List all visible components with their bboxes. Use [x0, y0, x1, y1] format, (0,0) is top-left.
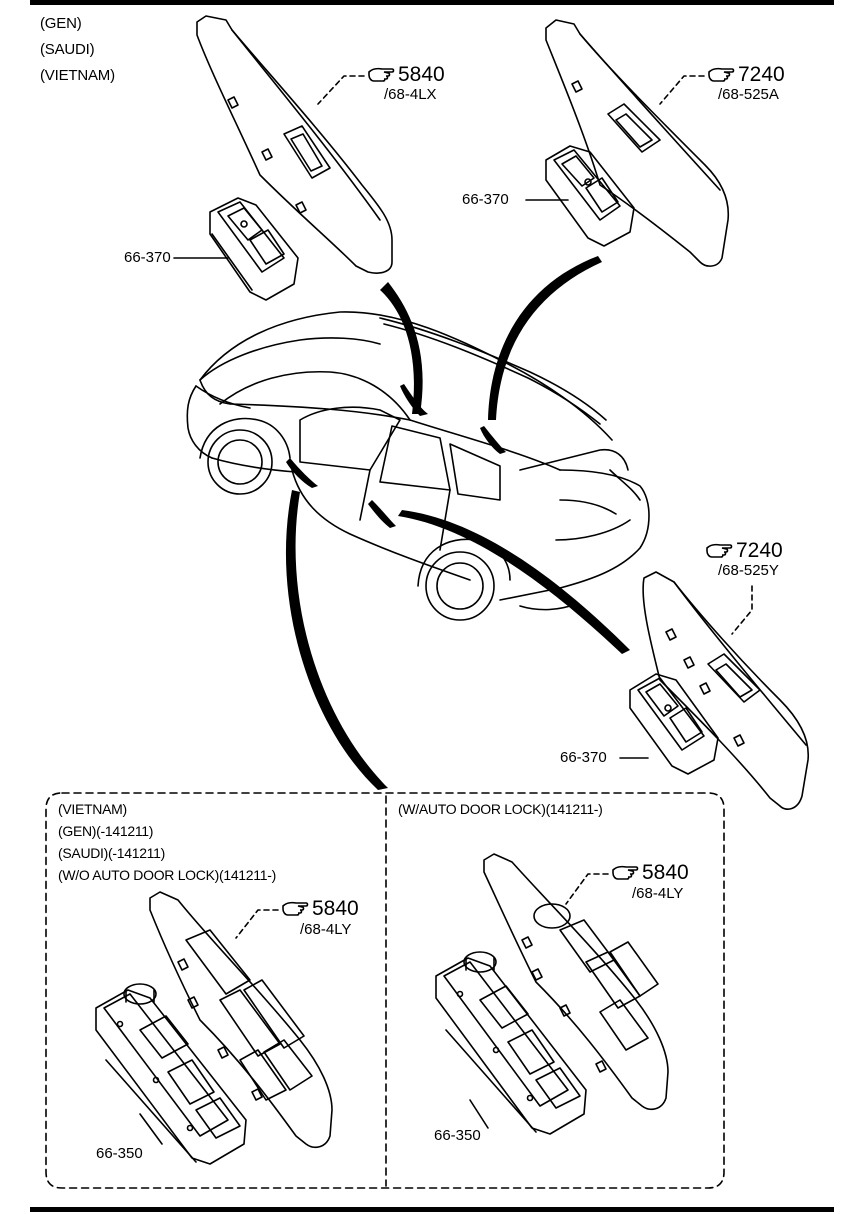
callout-sub-front-left[interactable]: /68-4LX [384, 86, 437, 103]
inset-condition-saudi: (SAUDI)(-141211) [58, 845, 165, 861]
inset-condition-gen: (GEN)(-141211) [58, 823, 154, 839]
rear-left-door-panel [545, 19, 730, 267]
rear-right-door-panel [642, 571, 810, 810]
callout-sub-inset-a[interactable]: /68-4LY [300, 921, 352, 938]
bottom-border [30, 1207, 834, 1212]
master-switch-assembly-right [435, 853, 669, 1135]
inset-condition-w-auto-lock: (W/AUTO DOOR LOCK)(141211-) [398, 801, 603, 817]
inset-frame [45, 792, 725, 1189]
leader-master-b [469, 1099, 489, 1129]
part-number-master-a: 66-350 [96, 1145, 143, 1162]
part-number-switch-right: 66-370 [462, 191, 509, 208]
condition-gen: (GEN) [40, 15, 82, 32]
callout-leader-front-left [317, 75, 365, 105]
window-switch-66-370-rear-right [629, 673, 719, 775]
pointing-hand-icon [612, 865, 639, 880]
callout-sub-inset-b[interactable]: /68-4LY [632, 885, 684, 902]
inset-condition-vietnam: (VIETNAM) [58, 801, 127, 817]
part-number-switch-rear-right: 66-370 [560, 749, 607, 766]
callout-sub-rear-right[interactable]: /68-525Y [718, 562, 779, 579]
callout-ref-inset-b[interactable]: 5840 [642, 861, 689, 884]
callout-ref-inset-a[interactable]: 5840 [312, 897, 359, 920]
part-number-switch-left: 66-370 [124, 249, 171, 266]
callout-ref-rear-right[interactable]: 7240 [736, 539, 783, 562]
callout-leader-inset-b [565, 873, 609, 905]
condition-vietnam: (VIETNAM) [40, 67, 115, 84]
inset-condition-wo-auto-lock: (W/O AUTO DOOR LOCK)(141211-) [58, 867, 276, 883]
window-switch-66-370-left [209, 197, 299, 301]
callout-leader-rear-right [731, 585, 753, 635]
front-left-door-panel [196, 15, 393, 274]
pointing-hand-icon [282, 901, 309, 916]
callout-sub-rear-left[interactable]: /68-525A [718, 86, 779, 103]
part-number-master-b: 66-350 [434, 1127, 481, 1144]
top-border [30, 0, 834, 5]
callout-leader-rear-left [659, 75, 705, 105]
callout-ref-front-left[interactable]: 5840 [398, 63, 445, 86]
pointing-hand-icon [706, 543, 733, 558]
pointing-hand-icon [368, 67, 395, 82]
location-arrows [285, 256, 630, 790]
window-switch-66-370-right [545, 145, 635, 247]
condition-saudi: (SAUDI) [40, 41, 95, 58]
vehicle-outline [186, 311, 650, 621]
pointing-hand-icon [708, 67, 735, 82]
master-switch-assembly-left [95, 891, 333, 1165]
callout-ref-rear-left[interactable]: 7240 [738, 63, 785, 86]
leader-master-a [139, 1113, 163, 1145]
callout-leader-inset-a [235, 909, 279, 939]
